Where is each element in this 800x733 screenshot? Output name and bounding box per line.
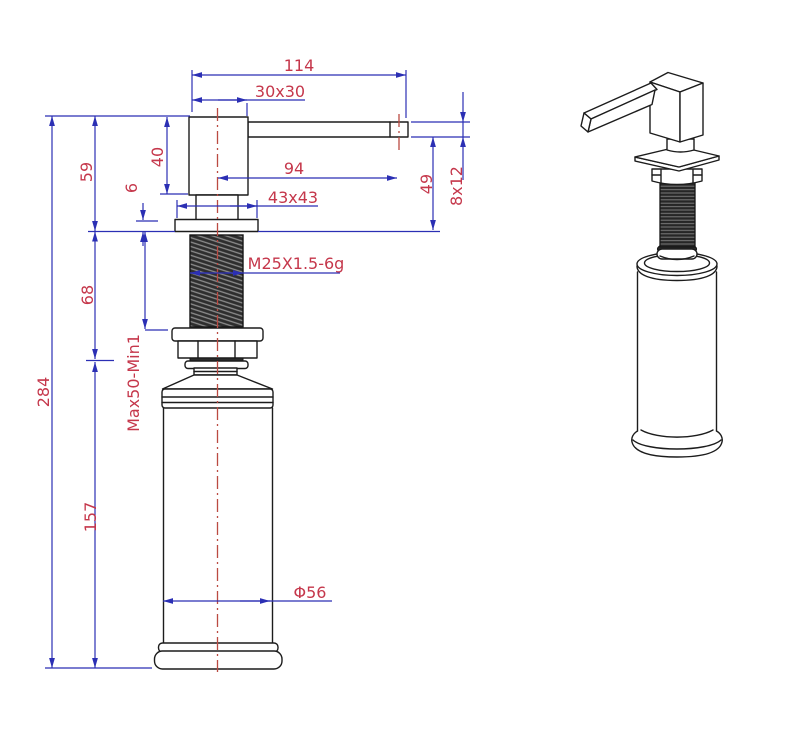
dim-total-height-label: 284 [34, 377, 53, 408]
iso-bottle-walls [636, 271, 718, 432]
extension-lines [45, 70, 470, 669]
dim-below-deck-label: 68 [78, 285, 97, 305]
dim-total-width-label: 114 [284, 56, 315, 75]
dim-head-height-label: 40 [148, 147, 167, 167]
iso-neck [666, 138, 695, 153]
iso-locknut [651, 168, 703, 186]
deck-flange [174, 218, 259, 233]
iso-locknut-facets [651, 169, 703, 184]
bottle-foot [153, 650, 283, 670]
iso-head-right-face [679, 82, 704, 143]
iso-spout [580, 82, 658, 133]
hex-facet-lines [197, 340, 236, 359]
front-view: 114 30x30 40 94 49 8x12 59 6 43x43 M25X1… [34, 56, 470, 672]
spout-bar [247, 121, 409, 138]
threaded-shank [189, 234, 244, 328]
dim-flange-thickness-label: 6 [122, 183, 141, 193]
pump-head [188, 116, 249, 196]
dim-bottle-diameter-label: Φ56 [294, 583, 327, 602]
iso-base-seam2 [632, 439, 722, 450]
dim-spout-reach-label: 94 [284, 159, 304, 178]
iso-thread [656, 181, 698, 261]
dim-flange-section-label: 43x43 [268, 188, 318, 207]
iso-spout-tip-face [580, 112, 592, 133]
dim-spout-to-deck-label: 49 [417, 174, 436, 194]
iso-head [649, 71, 704, 143]
isometric-view [580, 71, 723, 458]
dimension-lines [49, 72, 466, 669]
dim-head-section-label: 30x30 [255, 82, 305, 101]
iso-bottle [631, 251, 723, 458]
iso-bottle-foot [631, 430, 723, 458]
iso-base-seam [640, 429, 714, 438]
iso-neck-body [666, 138, 695, 153]
dimension-labels: 114 30x30 40 94 49 8x12 59 6 43x43 M25X1… [34, 56, 466, 602]
iso-bottom-nut-arc [659, 255, 695, 261]
iso-threaded-shank [659, 181, 696, 248]
dim-bottle-height-label: 157 [81, 502, 100, 533]
dim-thread-spec-label: M25X1.5-6g [248, 254, 345, 273]
iso-plate-top [634, 145, 720, 168]
dim-above-deck-label: 59 [77, 162, 96, 182]
iso-locknut-body [651, 168, 703, 186]
dim-clamp-range-label: Max50-Min1 [124, 334, 143, 432]
centerlines [216, 108, 400, 672]
dim-outlet-section-label: 8x12 [447, 166, 466, 206]
iso-flange-plate [634, 145, 720, 172]
iso-bottle-lip [636, 265, 718, 282]
